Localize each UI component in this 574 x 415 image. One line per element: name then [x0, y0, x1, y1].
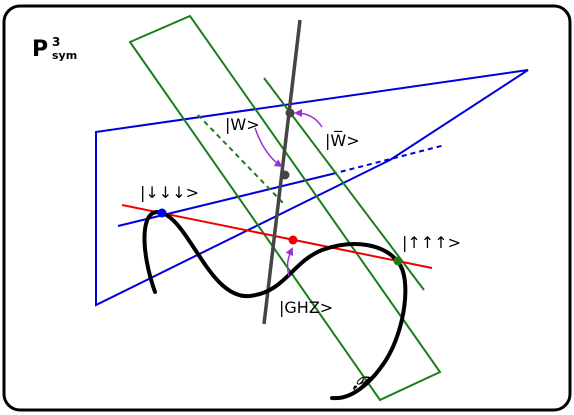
- ghz-point: [288, 235, 298, 245]
- blue-line-dashed: [331, 144, 446, 175]
- blue-line-solid: [117, 173, 333, 227]
- label-w-bar-state: |W̅>: [325, 131, 360, 150]
- frame-border: [2, 4, 572, 412]
- arrow-w-to-point: [254, 127, 283, 168]
- label-down-state: |↓↓↓>: [140, 183, 199, 202]
- blue-plane: [95, 69, 529, 307]
- green-line-dashed: [197, 114, 286, 206]
- label-up-state: |↑↑↑>: [402, 233, 461, 252]
- down-state-point: [157, 208, 167, 218]
- label-w-state: |W>: [225, 115, 260, 134]
- red-line: [121, 204, 433, 269]
- title-superscript: 3: [52, 35, 60, 49]
- green-plane: [128, 14, 442, 402]
- arrow-wbar-to-point: [294, 109, 323, 128]
- w-point: [280, 170, 290, 180]
- up-state-point: [393, 256, 403, 266]
- label-ghz-state: |GHZ>: [279, 298, 333, 317]
- arrow-ghz-to-point: [285, 247, 293, 277]
- label-curve: 𝒯: [352, 373, 374, 395]
- wbar-point: [285, 108, 295, 118]
- title-subscript: sym: [52, 49, 77, 62]
- title-main: P: [32, 37, 48, 62]
